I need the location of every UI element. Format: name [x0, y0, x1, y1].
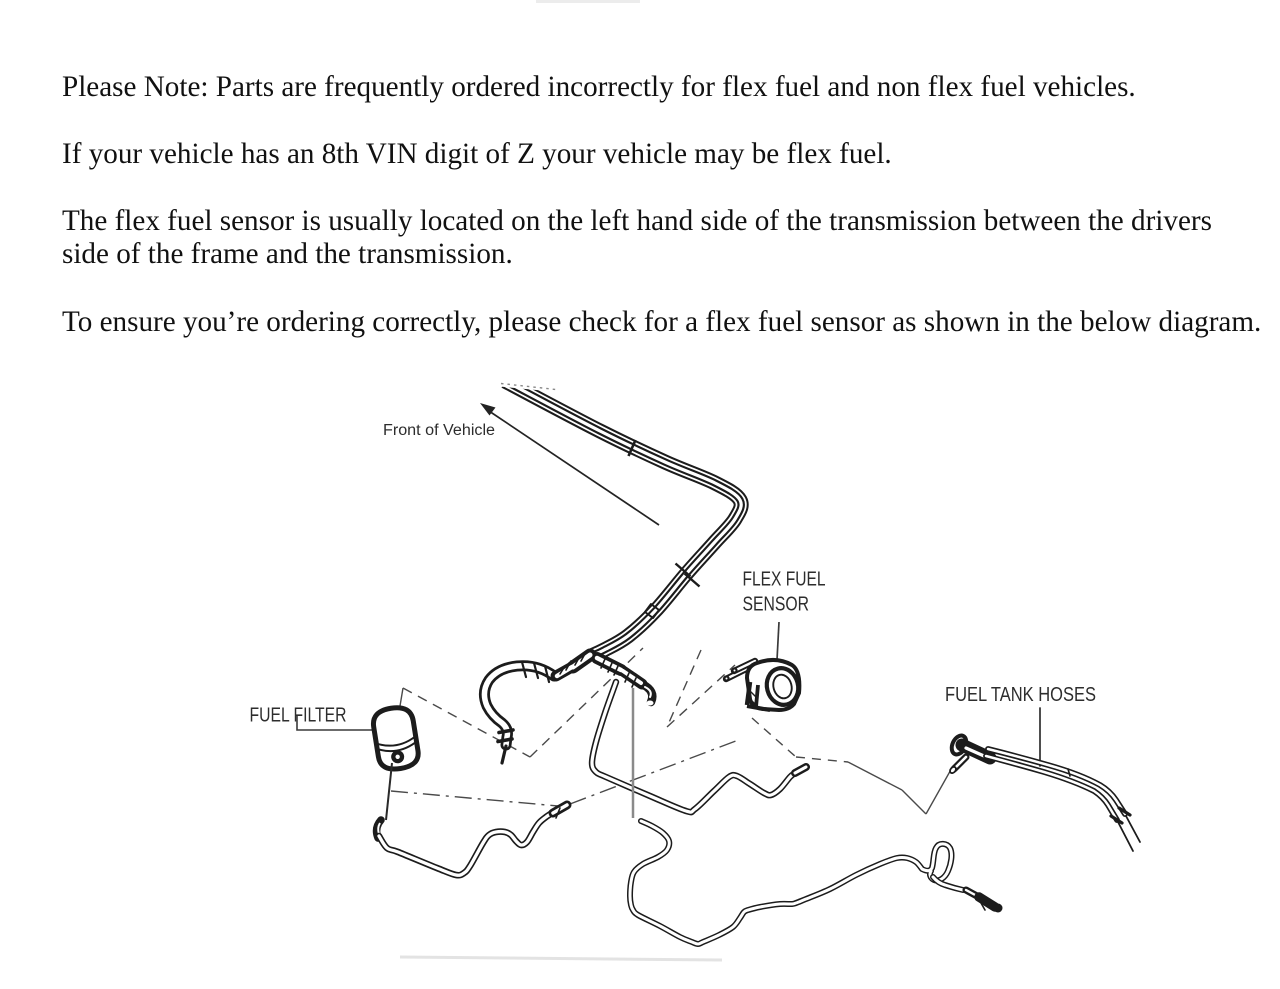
middle-fuel-tube [588, 678, 810, 816]
fuel-tank-hoses [949, 707, 1141, 852]
flex-fuel-sensor [722, 621, 802, 713]
phantom-frame-lines [390, 647, 954, 815]
fuel-tank-hoses-label: FUEL TANK HOSES [945, 683, 1096, 706]
top-cropped-bar [536, 0, 640, 3]
filter-outlet-hose [375, 800, 572, 879]
bundle-cut-marks [500, 382, 557, 391]
bundle-mount-tab [644, 603, 660, 619]
note-paragraph-1: Please Note: Parts are frequently ordere… [62, 71, 1136, 103]
front-of-vehicle-label: Front of Vehicle [383, 422, 495, 439]
fuel-supply-hose [478, 660, 560, 765]
flex-fuel-sensor-label-line1: FLEX FUEL [743, 567, 826, 590]
front-of-vehicle-arrow [480, 403, 660, 526]
note-paragraph-3: The flex fuel sensor is usually located … [62, 204, 1212, 271]
note-paragraph-4: To ensure you’re ordering correctly, ple… [62, 305, 1262, 338]
quick-connect-fittings [550, 648, 657, 707]
fuel-line-bundle [492, 362, 749, 663]
fuel-filter [296, 705, 421, 842]
fuel-filter-label: FUEL FILTER [250, 703, 347, 726]
bottom-fuel-hose [627, 818, 1003, 947]
flex-fuel-sensor-label-line2: SENSOR [743, 593, 810, 616]
faint-artifact-line [399, 955, 723, 962]
fuel-filter-leader-line [296, 716, 378, 731]
flex-fuel-sensor-leader-line [776, 621, 780, 661]
bundle-clamp-tick [627, 439, 637, 457]
note-paragraph-2: If your vehicle has an 8th VIN digit of … [62, 138, 892, 171]
